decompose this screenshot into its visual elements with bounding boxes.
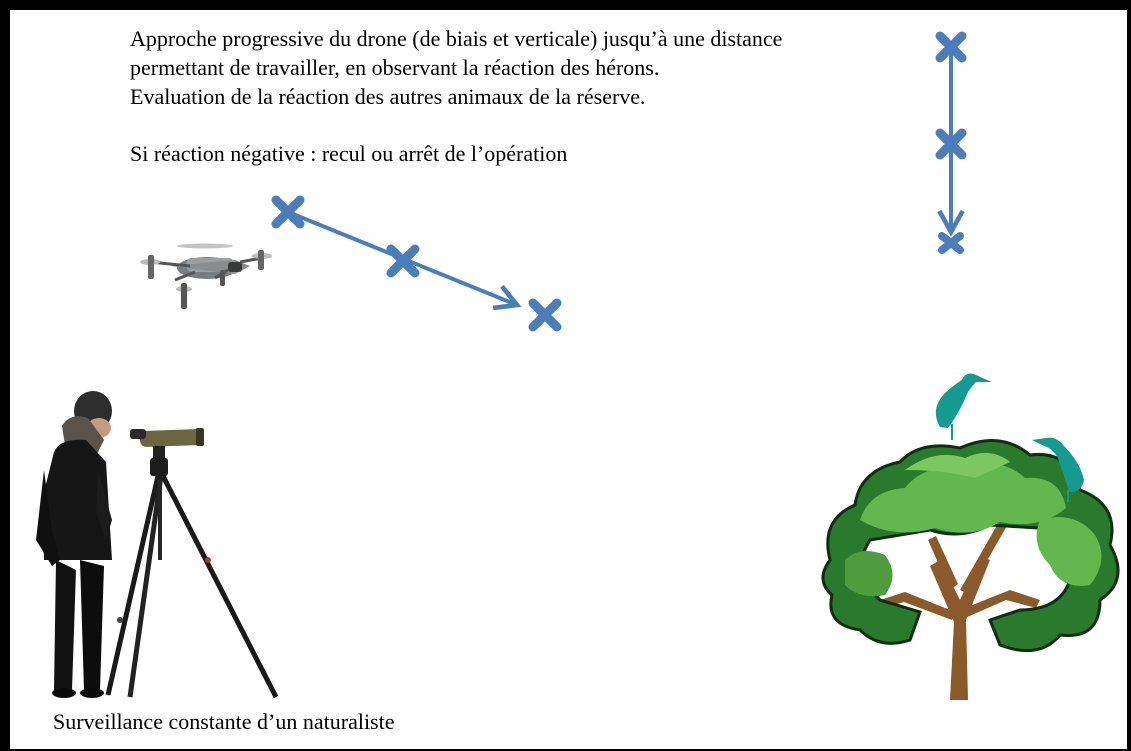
x-marker-icon: [271, 195, 305, 229]
instruction-line-3: Evaluation de la réaction des autres ani…: [130, 84, 646, 109]
drone-icon: [140, 243, 272, 309]
instruction-line-4: Si réaction négative : recul ou arrêt de…: [130, 141, 568, 166]
tree-icon: [821, 438, 1120, 700]
heron-icon: [935, 373, 992, 440]
instructions-text: Approche progressive du drone (de biais …: [130, 24, 930, 168]
x-marker-icon: [935, 31, 967, 63]
x-marker-icon: [528, 298, 562, 332]
x-marker-icon: [938, 232, 964, 254]
naturalist-with-spotting-scope: [36, 391, 112, 698]
spotting-scope-tripod: [105, 428, 279, 699]
x-marker-icon: [935, 128, 967, 160]
heron-icon: [1032, 437, 1084, 502]
x-marker-icon: [386, 244, 420, 278]
instruction-line-2: permettant de travailler, en observant l…: [130, 55, 660, 80]
instruction-line-1: Approche progressive du drone (de biais …: [130, 26, 783, 51]
naturalist-caption: Surveillance constante d’un naturaliste: [53, 709, 395, 734]
